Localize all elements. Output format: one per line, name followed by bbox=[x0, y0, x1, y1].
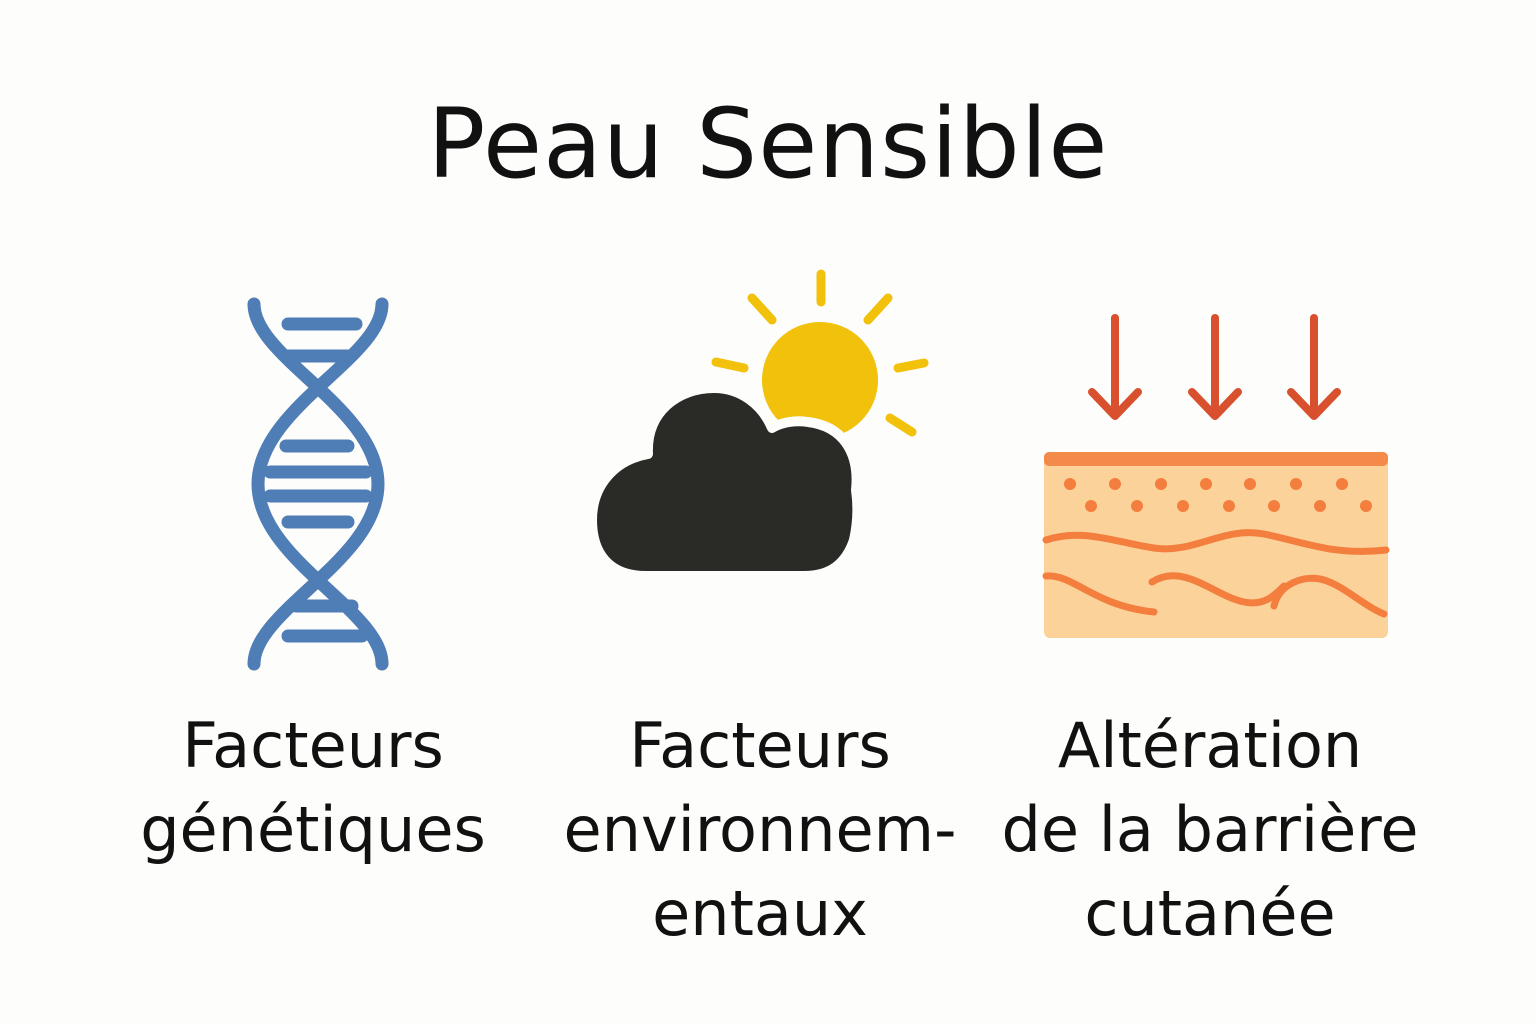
label-environmental-factors: Facteurs environnem- entaux bbox=[540, 704, 980, 956]
label-line: Facteurs bbox=[629, 709, 891, 782]
page-title: Peau Sensible bbox=[427, 88, 1109, 200]
label-line: environnem- bbox=[563, 793, 957, 866]
cloud-icon bbox=[587, 383, 863, 581]
label-line: Facteurs bbox=[182, 709, 444, 782]
label-line: cutanée bbox=[1084, 877, 1336, 950]
label-genetic-factors: Facteurs génétiques bbox=[100, 704, 526, 872]
dna-icon bbox=[247, 297, 389, 671]
skin-barrier-icon bbox=[1042, 314, 1390, 638]
cloud-sun-icon bbox=[587, 269, 929, 581]
label-line: Altération bbox=[1057, 709, 1363, 782]
label-line: de la barrière bbox=[1001, 793, 1419, 866]
dna-base-pairs bbox=[263, 317, 373, 643]
sun-icon bbox=[711, 269, 929, 438]
label-line: génétiques bbox=[140, 793, 486, 866]
label-line: entaux bbox=[652, 877, 868, 950]
skin-layer-icon bbox=[1042, 452, 1390, 638]
arrow-down-icons bbox=[1088, 314, 1341, 420]
label-barrier-alteration: Altération de la barrière cutanée bbox=[990, 704, 1430, 956]
